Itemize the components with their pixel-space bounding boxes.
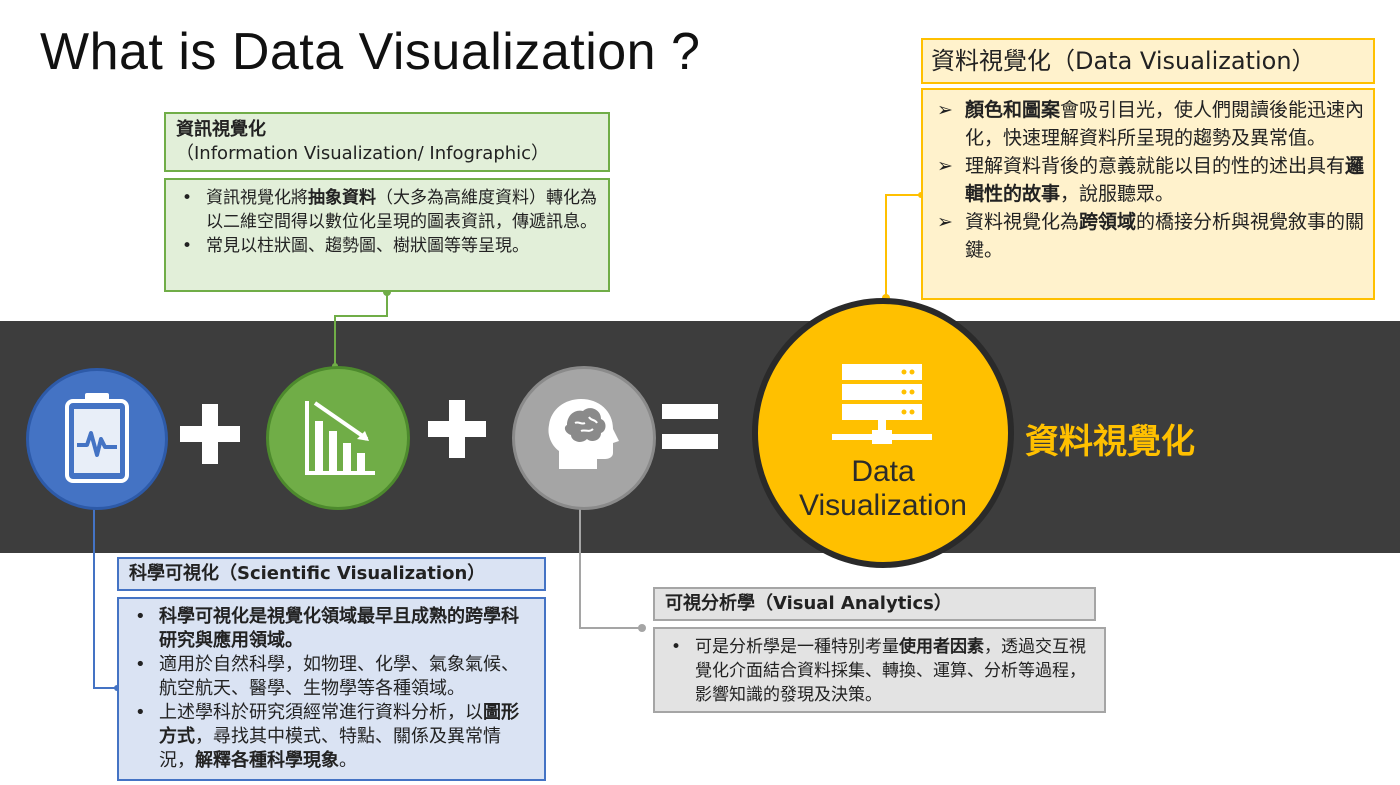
visual-analytics-circle [512,366,656,510]
list-item: •適用於自然科學，如物理、化學、氣象氣候、航空航天、醫學、生物學等各種領域。 [135,654,519,699]
list-item: •常見以柱狀圖、趨勢圖、樹狀圖等等呈現。 [182,236,529,256]
list-item: ➢顏色和圖案會吸引目光，使人們閱讀後能迅速內化，快速理解資料所呈現的趨勢及異常值… [931,96,1365,152]
visanalytics-box-dot [638,624,646,632]
clipboard-chart-icon [65,393,129,483]
visanalytics-heading: 可視分析學（Visual Analytics） [653,587,1096,621]
data-visualization-label: Data Visualization [752,455,1014,523]
server-network-icon [832,364,932,444]
visanalytics-connector [579,504,642,629]
label-line-1: Data [851,455,915,488]
plus-icon [180,404,240,464]
scivis-connector [93,504,117,689]
scivis-heading: 科學可視化（Scientific Visualization） [117,557,546,591]
infovis-connector [334,292,388,366]
arrow-bullet-icon: ➢ [937,211,953,233]
arrow-bullet-icon: ➢ [937,99,953,121]
infovis-heading-line-1: 資訊視覺化 [176,119,266,140]
arrow-bullet-icon: ➢ [937,155,953,177]
list-item: •科學可視化是視覺化領域最早且成熟的跨學科研究與應用領域。 [135,606,519,651]
visanalytics-body: •可是分析學是一種特別考量使用者因素，透過交互視覺化介面結合資料採集、轉換、運算… [653,627,1106,713]
information-visualization-circle [266,366,410,510]
brain-head-icon [548,399,619,469]
datavis-heading: 資料視覺化（Data Visualization） [921,38,1375,84]
list-item: •可是分析學是一種特別考量使用者因素，透過交互視覺化介面結合資料採集、轉換、運算… [671,637,1086,705]
declining-bar-chart-icon [305,401,375,475]
data-visualization-side-label: 資料視覺化 [1025,422,1195,462]
scientific-visualization-circle [26,368,168,510]
infovis-heading: 資訊視覺化 （Information Visualization/ Infogr… [164,112,610,172]
scivis-body: •科學可視化是視覺化領域最早且成熟的跨學科研究與應用領域。 •適用於自然科學，如… [117,597,546,781]
page-title: What is Data Visualization ? [40,23,701,81]
equals-icon [662,404,718,449]
list-item: ➢資料視覺化為跨領域的橋接分析與視覺敘事的關鍵。 [931,208,1365,264]
list-item: •上述學科於研究須經常進行資料分析，以圖形方式，尋找其中模式、特點、關係及異常情… [135,702,519,771]
infovis-body: •資訊視覺化將抽象資料（大多為高維度資料）轉化為以二維空間得以數位化呈現的圖表資… [164,178,610,292]
label-line-2: Visualization [799,489,967,522]
infovis-heading-line-2: （Information Visualization/ Infographic） [176,143,550,164]
data-visualization-circle [752,298,1014,568]
list-item: ➢理解資料背後的意義就能以目的性的述出具有邏輯性的故事，說服聽眾。 [931,152,1365,208]
datavis-connector [885,194,921,298]
plus-icon [428,400,486,458]
datavis-body: ➢顏色和圖案會吸引目光，使人們閱讀後能迅速內化，快速理解資料所呈現的趨勢及異常值… [921,88,1375,300]
list-item: •資訊視覺化將抽象資料（大多為高維度資料）轉化為以二維空間得以數位化呈現的圖表資… [182,188,597,232]
